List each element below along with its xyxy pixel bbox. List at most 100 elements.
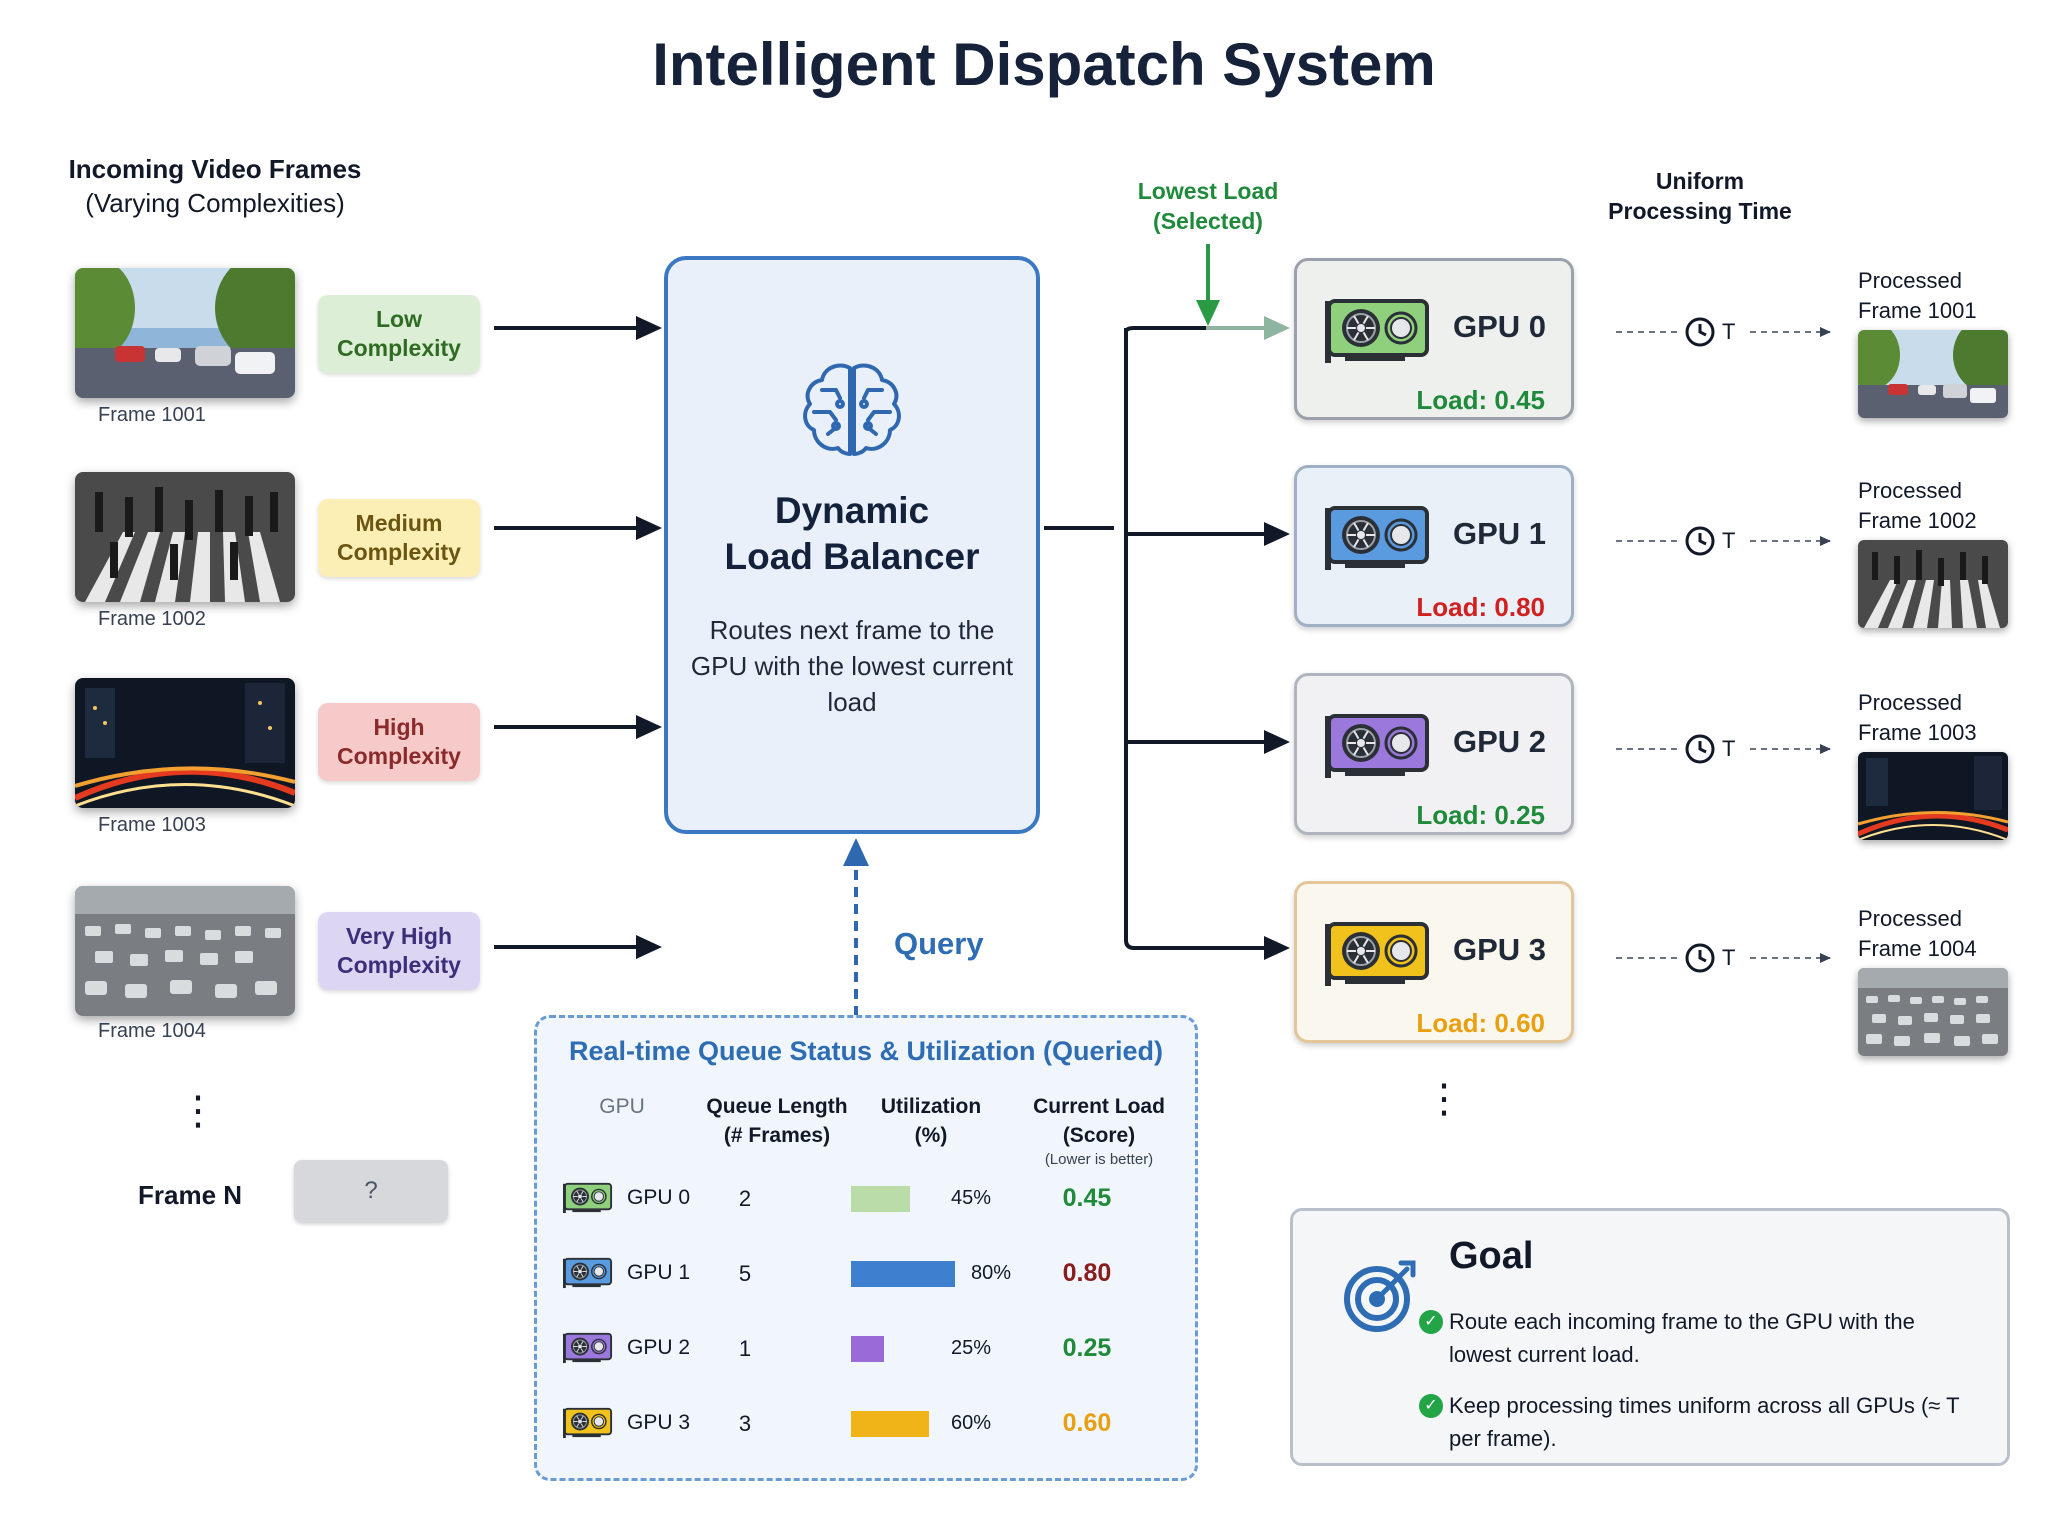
queue-row-load: 0.45 <box>1062 1184 1112 1212</box>
frame-n-complexity-unknown: ? <box>294 1160 448 1222</box>
processed-label-line2: Frame 1004 <box>1858 936 1977 961</box>
processed-label-line2: Frame 1001 <box>1858 298 1977 323</box>
frame-caption-1004: Frame 1004 <box>98 1020 206 1042</box>
complexity-tag-low: Low Complexity <box>318 295 480 373</box>
gpu-card-2: GPU 2 Load: 0.25 <box>1294 673 1574 835</box>
gpu-name: GPU 0 <box>1453 309 1547 344</box>
crosswalk-crowd-image <box>75 472 295 602</box>
lowest-load-label-line2: (Selected) <box>1153 208 1263 234</box>
uniform-heading-line1: Uniform <box>1655 168 1745 194</box>
queue-row-gpu-name: GPU 2 <box>627 1336 691 1359</box>
gpu-icon <box>1325 714 1429 778</box>
queue-header-queue-length: Queue Length (# Frames) <box>697 1092 857 1150</box>
processed-label-line1: Processed <box>1858 268 1962 293</box>
complexity-tag-high: High Complexity <box>318 703 480 781</box>
check-icon: ✓ <box>1419 1310 1443 1334</box>
utilization-bar <box>851 1186 910 1212</box>
gpu-icon <box>563 1407 613 1439</box>
load-balancer-title-line2: Load Balancer <box>724 536 980 577</box>
processed-frame-1004-thumbnail <box>1858 968 2008 1056</box>
lowest-load-label-line1: Lowest Load <box>1137 178 1279 204</box>
utilization-label: 80% <box>971 1262 1012 1284</box>
queue-header-load-note: (Lower is better) <box>1044 1151 1154 1168</box>
queue-header-utilization-line2: (%) <box>914 1124 948 1147</box>
gpu-icon <box>563 1182 613 1214</box>
incoming-heading-subtitle: (Varying Complexities) <box>85 188 345 218</box>
street-scene-image <box>75 268 295 398</box>
processed-label-1002: Processed Frame 1002 <box>1858 476 1977 536</box>
queue-header-current-load: Current Load (Score) <box>1019 1092 1179 1150</box>
queue-row-gpu1: GPU 1 5 80% 0.80 <box>553 1243 1173 1305</box>
queue-header-queue-length-line2: (# Frames) <box>723 1124 831 1147</box>
queue-row-length: 2 <box>738 1186 752 1211</box>
queue-header-current-load-line1: Current Load <box>1033 1095 1165 1118</box>
gpu-name: GPU 2 <box>1453 724 1547 759</box>
queue-status-title: Real-time Queue Status & Utilization (Qu… <box>568 1036 1164 1066</box>
night-traffic-image <box>75 678 295 808</box>
target-icon <box>1344 1260 1416 1332</box>
complexity-tag-very-high: Very High Complexity <box>318 912 480 990</box>
processed-frame-1002-thumbnail <box>1858 540 2008 628</box>
utilization-bar <box>851 1261 955 1287</box>
processed-label-line1: Processed <box>1858 690 1962 715</box>
queue-row-length: 3 <box>738 1411 752 1436</box>
gpu-name: GPU 3 <box>1453 932 1547 967</box>
query-label: Query <box>894 926 984 961</box>
timer-2: T <box>1684 733 1735 770</box>
page-title: Intelligent Dispatch System <box>652 31 1436 98</box>
processed-label-line2: Frame 1002 <box>1858 508 1977 533</box>
queue-row-length: 1 <box>738 1336 752 1361</box>
gpu-card-0: GPU 0 Load: 0.45 <box>1294 258 1574 420</box>
load-balancer-title: Dynamic Load Balancer <box>668 488 1036 580</box>
clock-icon <box>1685 526 1715 556</box>
incoming-arrows <box>494 316 662 959</box>
frame-caption-1001: Frame 1001 <box>98 404 206 426</box>
queue-row-gpu-name: GPU 0 <box>627 1186 691 1209</box>
utilization-bar <box>851 1336 884 1362</box>
dispatch-arrows <box>1044 316 1290 960</box>
clock-icon <box>1685 734 1715 764</box>
gpu-name: GPU 1 <box>1453 516 1547 551</box>
queue-row-gpu-name: GPU 1 <box>627 1261 691 1284</box>
utilization-label: 25% <box>951 1337 992 1359</box>
crosswalk-crowd-image <box>1858 540 2008 628</box>
queue-row-gpu0: GPU 0 2 45% 0.45 <box>553 1168 1173 1230</box>
utilization-label: 60% <box>951 1412 992 1434</box>
goal-item-2: ✓ Keep processing times uniform across a… <box>1419 1389 1969 1455</box>
processed-label-1001: Processed Frame 1001 <box>1858 266 1977 326</box>
more-gpus-ellipsis: ⋮ <box>1424 1077 1464 1121</box>
frame-caption-1003: Frame 1003 <box>98 814 206 836</box>
frame-1004-thumbnail <box>75 886 295 1016</box>
processed-label-line2: Frame 1003 <box>1858 720 1977 745</box>
gpu-icon <box>1325 922 1429 986</box>
timer-label: T <box>1722 945 1736 970</box>
queue-header-utilization-line1: Utilization <box>880 1095 982 1118</box>
uniform-processing-heading: Uniform Processing Time <box>1580 166 1820 226</box>
queue-header-current-load-line2: (Score) <box>1062 1124 1136 1147</box>
incoming-heading-title: Incoming Video Frames <box>68 154 362 184</box>
processed-label-line1: Processed <box>1858 906 1962 931</box>
street-scene-image <box>1858 330 2008 418</box>
processed-label-1003: Processed Frame 1003 <box>1858 688 1977 748</box>
timer-1: T <box>1684 525 1735 562</box>
lowest-load-label: Lowest Load (Selected) <box>1108 176 1308 236</box>
queue-row-load: 0.60 <box>1062 1409 1112 1437</box>
queue-header-utilization: Utilization (%) <box>871 1092 991 1150</box>
queue-row-load: 0.80 <box>1062 1259 1112 1287</box>
highway-traffic-image <box>75 886 295 1016</box>
timer-0: T <box>1684 316 1735 353</box>
queue-row-gpu-name: GPU 3 <box>627 1411 691 1434</box>
goal-item-text: Keep processing times uniform across all… <box>1449 1393 1960 1451</box>
check-icon: ✓ <box>1419 1394 1443 1418</box>
timer-label: T <box>1722 319 1736 344</box>
queue-header-queue-length-line1: Queue Length <box>706 1095 848 1118</box>
frame-1003-thumbnail <box>75 678 295 808</box>
frame-n-label: Frame N <box>138 1180 243 1210</box>
goal-item-text: Route each incoming frame to the GPU wit… <box>1449 1309 1915 1367</box>
load-balancer: Dynamic Load Balancer Routes next frame … <box>664 256 1040 834</box>
timer-3: T <box>1684 942 1735 979</box>
processed-frame-1003-thumbnail <box>1858 752 2008 840</box>
goal-title: Goal <box>1449 1235 1534 1277</box>
gpu-card-1: GPU 1 Load: 0.80 <box>1294 465 1574 627</box>
processed-label-1004: Processed Frame 1004 <box>1858 904 1977 964</box>
